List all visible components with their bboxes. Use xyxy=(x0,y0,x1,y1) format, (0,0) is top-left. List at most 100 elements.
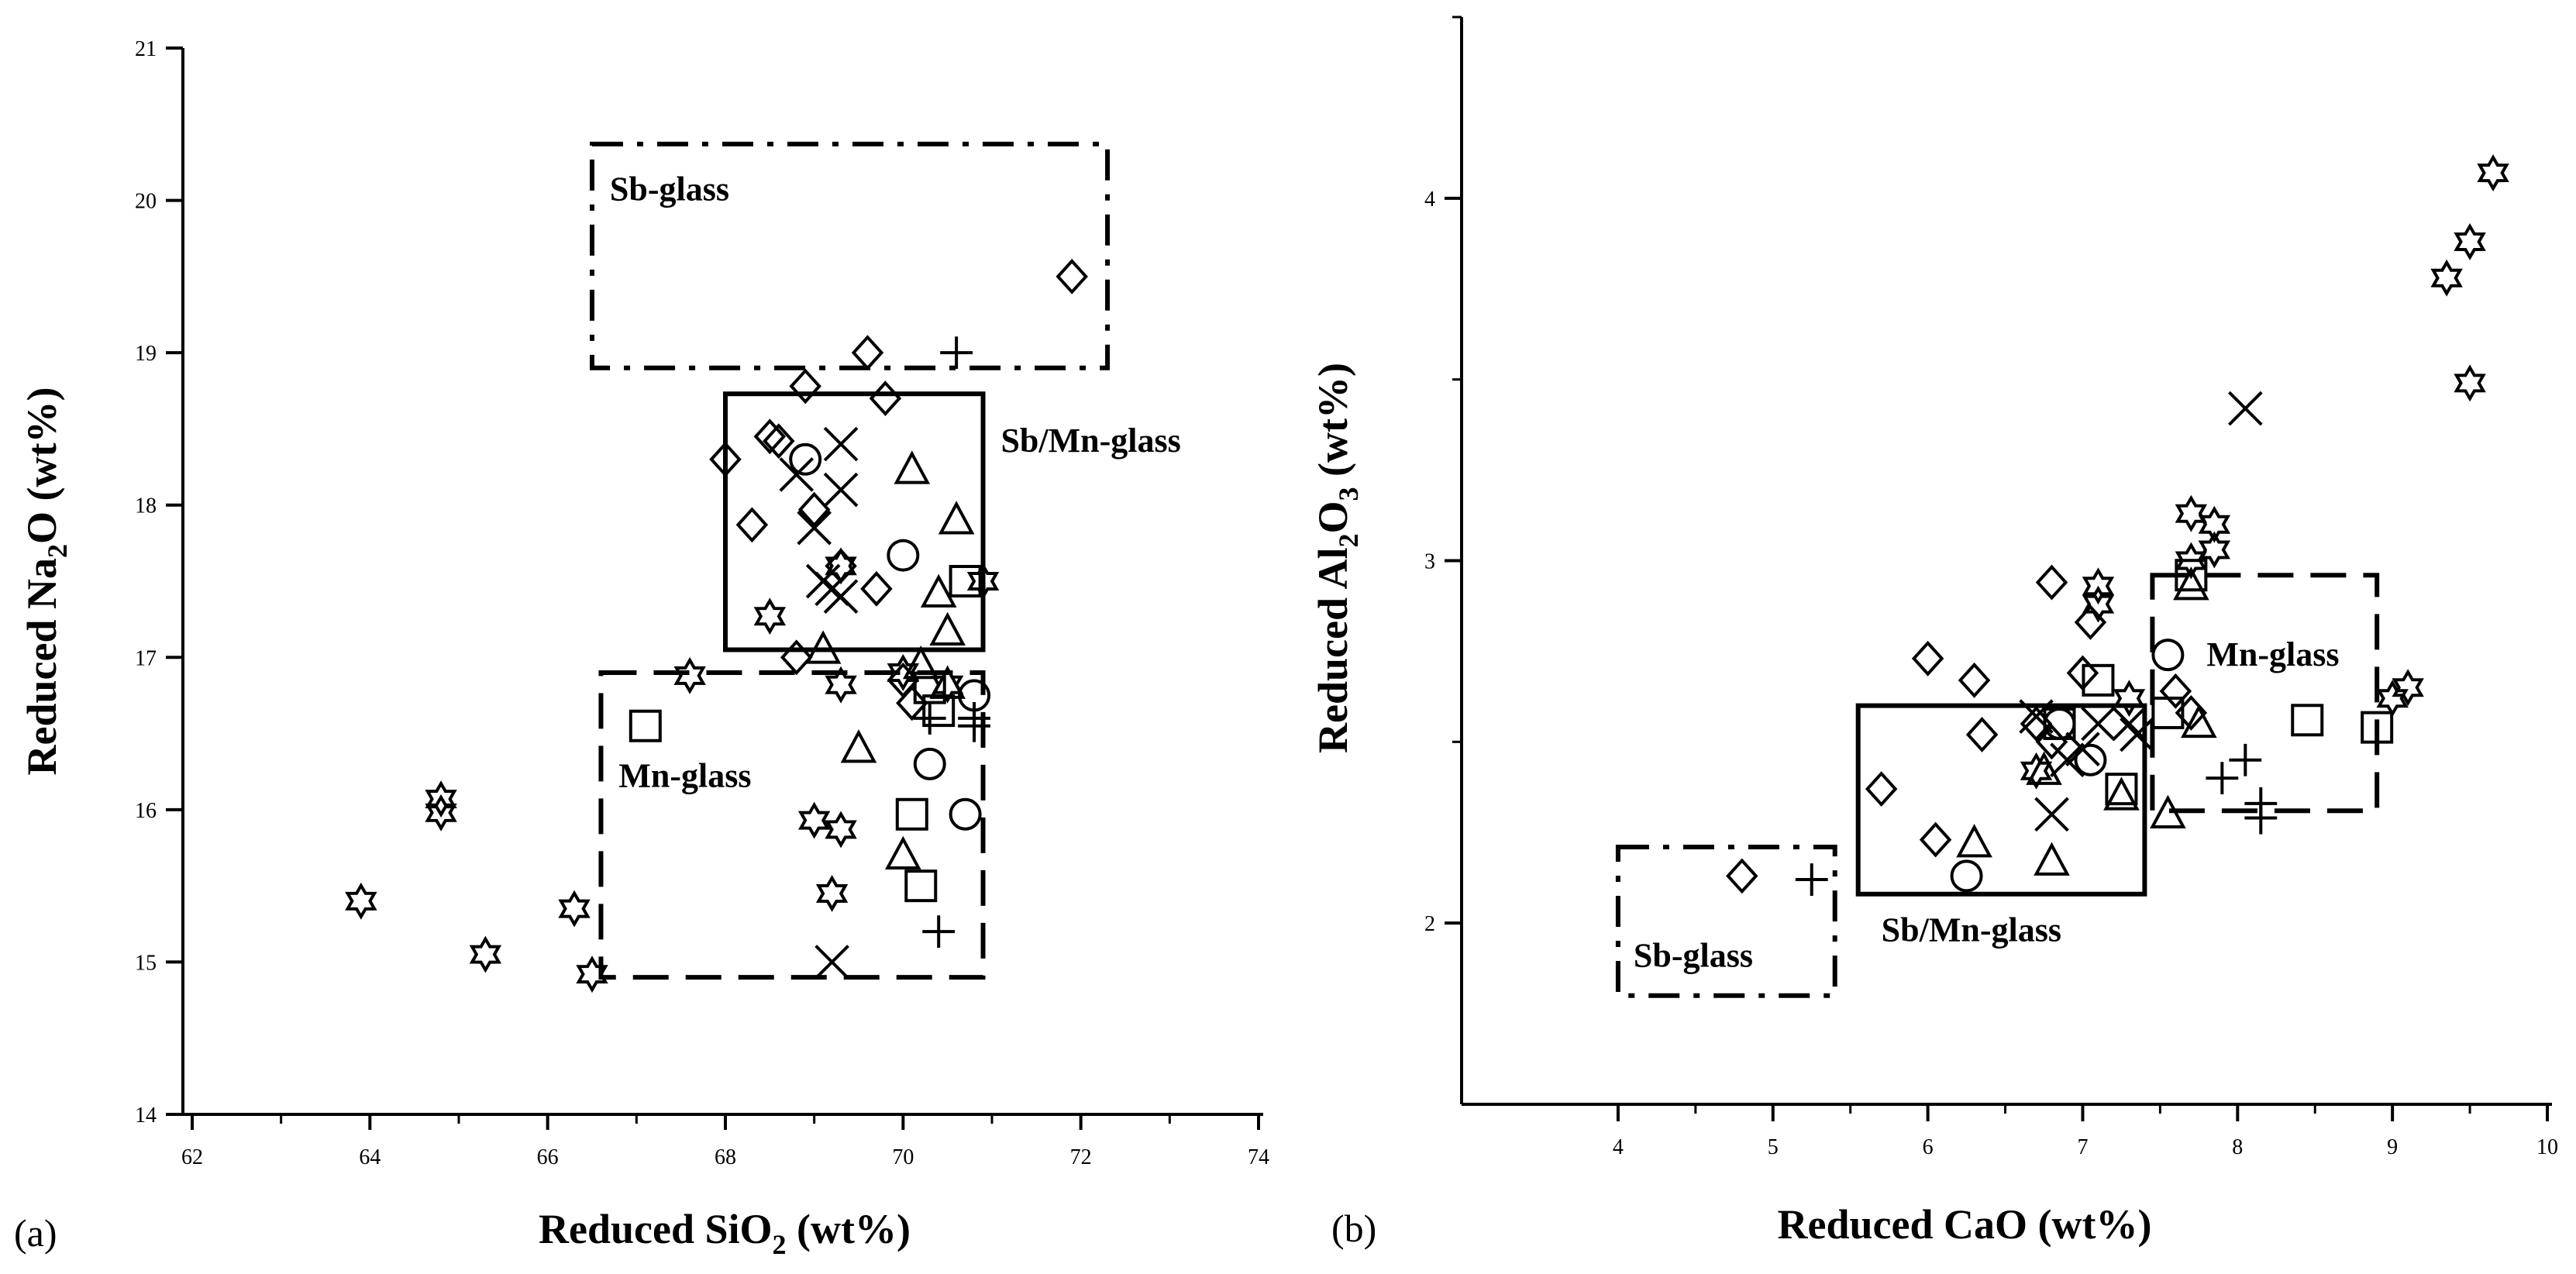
star-point xyxy=(2175,494,2208,532)
circle-point xyxy=(913,747,946,780)
square-point xyxy=(2361,711,2394,744)
region-box-mn-glass xyxy=(598,670,986,980)
x-tick-label: 62 xyxy=(181,1145,203,1169)
square-point xyxy=(895,797,928,831)
diamond-point xyxy=(2074,604,2107,640)
region-label: Sb-glass xyxy=(1634,936,1753,974)
cross-point xyxy=(779,457,814,492)
region-box-sb-glass xyxy=(590,141,1111,370)
star-point xyxy=(887,654,920,691)
plus-point xyxy=(940,336,973,370)
star-point xyxy=(797,801,831,839)
square-point xyxy=(2151,696,2185,729)
star-point xyxy=(673,656,706,694)
diamond-point xyxy=(797,491,831,528)
square-point xyxy=(629,709,662,742)
region-label: Sb-glass xyxy=(610,170,729,208)
diamond-point xyxy=(1911,640,1944,677)
triangle-point xyxy=(2181,704,2217,739)
star-point xyxy=(2454,364,2486,402)
star-point xyxy=(345,882,377,920)
star-point xyxy=(2198,505,2231,543)
star-point xyxy=(2454,223,2486,260)
diamond-point xyxy=(1958,662,1991,698)
star-point xyxy=(2392,669,2424,707)
y-tick-label: 14 xyxy=(135,1104,157,1128)
cross-point xyxy=(814,945,849,980)
triangle-point xyxy=(894,450,931,484)
triangle-point xyxy=(2173,566,2209,601)
y-tick-label: 19 xyxy=(135,342,157,366)
y-tick-label: 17 xyxy=(135,646,157,670)
diamond-point xyxy=(851,335,884,371)
square-point xyxy=(949,565,982,597)
region-box-sb-mn-glass xyxy=(1855,703,2147,897)
diamond-point xyxy=(753,418,787,455)
y-tick-label: 3 xyxy=(1424,550,1435,574)
star-point xyxy=(815,875,849,912)
star-point xyxy=(576,956,608,993)
circle-point xyxy=(949,797,982,831)
y-tick-label: 21 xyxy=(135,37,157,61)
square-point xyxy=(2082,663,2115,697)
circle-point xyxy=(789,442,822,476)
diamond-point xyxy=(1726,858,1758,894)
diamond-point xyxy=(1965,717,1999,752)
diamond-point xyxy=(2035,724,2068,760)
x-tick-label: 72 xyxy=(1070,1145,1092,1169)
cross-point xyxy=(2019,699,2054,734)
star-point xyxy=(425,794,457,832)
triangle-point xyxy=(804,630,842,664)
star-point xyxy=(2113,680,2146,718)
triangle-point xyxy=(920,573,957,608)
cross-point xyxy=(797,510,832,546)
panel-label-b: (b) xyxy=(1331,1207,1376,1250)
diamond-point xyxy=(2035,564,2068,601)
region-box-sb-mn-glass xyxy=(723,391,986,652)
y-tick-label: 18 xyxy=(135,494,157,518)
triangle-point xyxy=(929,611,966,646)
star-point xyxy=(2198,531,2231,569)
cross-point xyxy=(823,579,859,614)
cross-point xyxy=(2120,717,2154,752)
y-tick-label: 20 xyxy=(135,190,157,214)
region-label: Mn-glass xyxy=(2206,635,2339,673)
star-point xyxy=(825,666,857,704)
cross-point xyxy=(2081,706,2116,742)
triangle-point xyxy=(2026,751,2062,785)
star-point xyxy=(2376,680,2409,718)
panel-label-a: (a) xyxy=(14,1211,57,1255)
region-box-mn-glass xyxy=(2150,573,2380,814)
plus-point xyxy=(958,709,990,742)
cross-point xyxy=(2034,797,2069,832)
triangle-point xyxy=(840,729,877,763)
region-label: Mn-glass xyxy=(618,756,751,794)
cross-point xyxy=(2112,706,2147,742)
square-point xyxy=(2043,707,2076,740)
plus-point xyxy=(2206,762,2239,794)
diamond-point xyxy=(735,507,769,543)
diamond-point xyxy=(869,380,902,417)
x-tick-label: 64 xyxy=(359,1145,381,1169)
diamond-point xyxy=(780,639,813,676)
square-point xyxy=(2291,704,2324,737)
triangle-point xyxy=(2150,794,2186,829)
x-tick-label: 68 xyxy=(715,1145,736,1169)
star-point xyxy=(469,935,502,973)
cross-point xyxy=(823,426,859,462)
square-point xyxy=(922,694,956,728)
x-tick-label: 5 xyxy=(1768,1135,1779,1159)
x-axis-title-b: Reduced CaO (wt%) xyxy=(1778,1201,2152,1248)
y-axis-title-b: Reduced Al2O3 (wt%) xyxy=(1310,363,1364,753)
diamond-point xyxy=(763,423,795,460)
square-point xyxy=(2175,559,2208,592)
circle-point xyxy=(2074,743,2107,776)
data-points-b xyxy=(1726,154,2509,896)
plus-point xyxy=(2244,801,2278,835)
x-tick-label: 66 xyxy=(537,1145,559,1169)
x-tick-label: 74 xyxy=(1248,1145,1269,1169)
